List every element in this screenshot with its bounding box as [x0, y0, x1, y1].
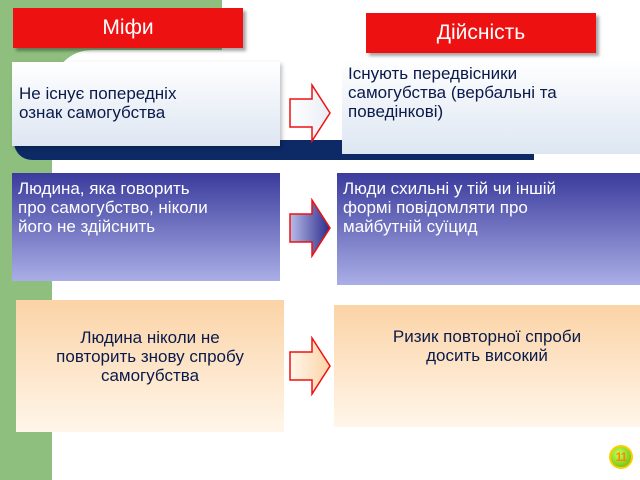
reality-1-line-3: поведінкові) — [348, 102, 444, 121]
reality-2-line-3: майбутній суїцид — [343, 217, 478, 236]
right-arrow-icon — [289, 336, 331, 396]
reality-1-line-1: Існують передвісники — [348, 64, 518, 83]
myth-2-line-3: його не здійснить — [18, 217, 156, 236]
reality-1-line-2: самогубства (вербальні та — [348, 83, 557, 102]
reality-box-3: Ризик повторної спроби досить високий — [334, 305, 640, 427]
myth-2-line-1: Людина, яка говорить — [18, 179, 190, 198]
myth-3-line-3: самогубства — [100, 366, 200, 385]
myth-3-line-1: Людина ніколи не — [80, 328, 220, 347]
reality-3-line-1: Ризик повторної спроби — [392, 327, 582, 346]
reality-3-line-2: досить високий — [426, 346, 548, 365]
reality-box-1: Існують передвісники самогубства (вербал… — [342, 60, 640, 154]
page-number-badge: 11 — [609, 445, 633, 469]
myth-3-line-2: повторить знову спробу — [56, 347, 244, 366]
myth-box-3: Людина ніколи не повторить знову спробу … — [16, 300, 284, 432]
myths-header: Міфи — [13, 8, 243, 48]
reality-2-line-2: формі повідомляти про — [343, 198, 528, 217]
reality-box-2: Люди схильні у тій чи іншій формі повідо… — [337, 173, 640, 285]
myth-box-2: Людина, яка говорить про самогубство, ні… — [12, 173, 280, 281]
right-arrow-icon — [289, 83, 331, 143]
myth-1-line-1: Не існує попередніх — [19, 84, 177, 103]
reality-2-line-1: Люди схильні у тій чи іншій — [343, 179, 556, 198]
myth-1-line-2: ознак самогубства — [19, 103, 166, 122]
right-arrow-icon — [289, 198, 331, 258]
reality-header: Дійсність — [366, 13, 596, 53]
myth-box-1: Не існує попередніх ознак самогубства — [12, 62, 280, 146]
myth-2-line-2: про самогубство, ніколи — [18, 198, 208, 217]
